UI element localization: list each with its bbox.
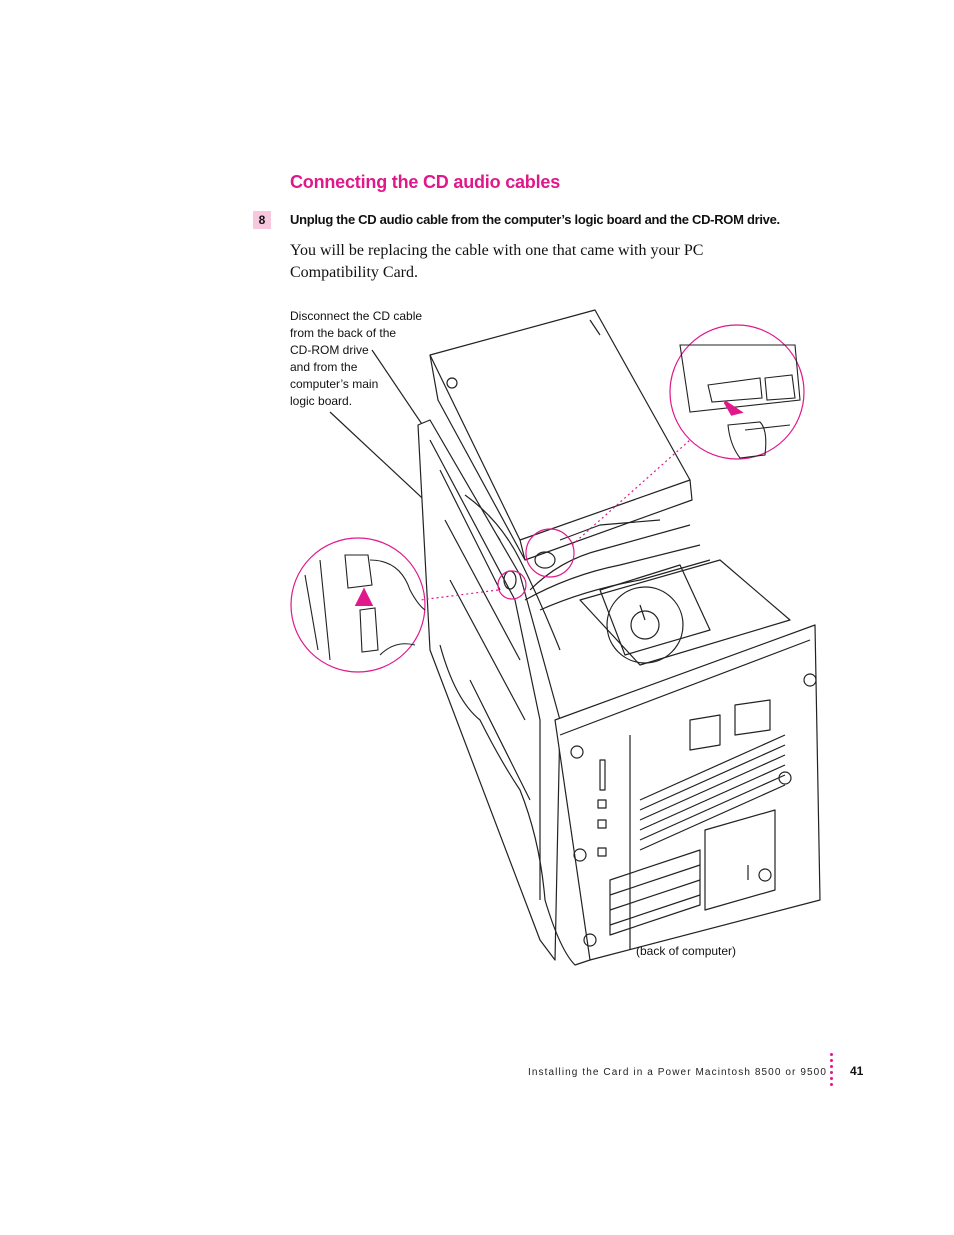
callout-line: computer’s main — [290, 377, 379, 391]
callout-line: CD-ROM drive — [290, 343, 369, 357]
footer-dot-divider — [830, 1053, 834, 1093]
detail-circle-cdrom — [669, 324, 805, 460]
callout-line: logic board. — [290, 394, 353, 408]
page-number: 41 — [850, 1064, 864, 1078]
illustration-caption: (back of computer) — [636, 944, 737, 958]
step-number-badge: 8 — [253, 211, 271, 229]
cd-audio-cable — [464, 494, 561, 651]
callout-line: Disconnect the CD cable — [290, 309, 423, 323]
step-instruction: Unplug the CD audio cable from the compu… — [290, 212, 780, 227]
cable-connector — [534, 551, 556, 569]
highlight-circle — [525, 528, 575, 578]
section-title: Connecting the CD audio cables — [290, 172, 561, 192]
running-footer-title: Installing the Card in a Power Macintosh… — [528, 1067, 827, 1078]
tower-side-panel — [417, 419, 561, 961]
callout-line: and from the — [290, 360, 358, 374]
highlight-circle — [497, 570, 527, 600]
fan — [606, 586, 684, 664]
illustration-callout: Disconnect the CD cable from the back of… — [290, 308, 435, 410]
body-paragraph: You will be replacing the cable with one… — [290, 242, 704, 281]
callout-line: from the back of the — [290, 326, 397, 340]
